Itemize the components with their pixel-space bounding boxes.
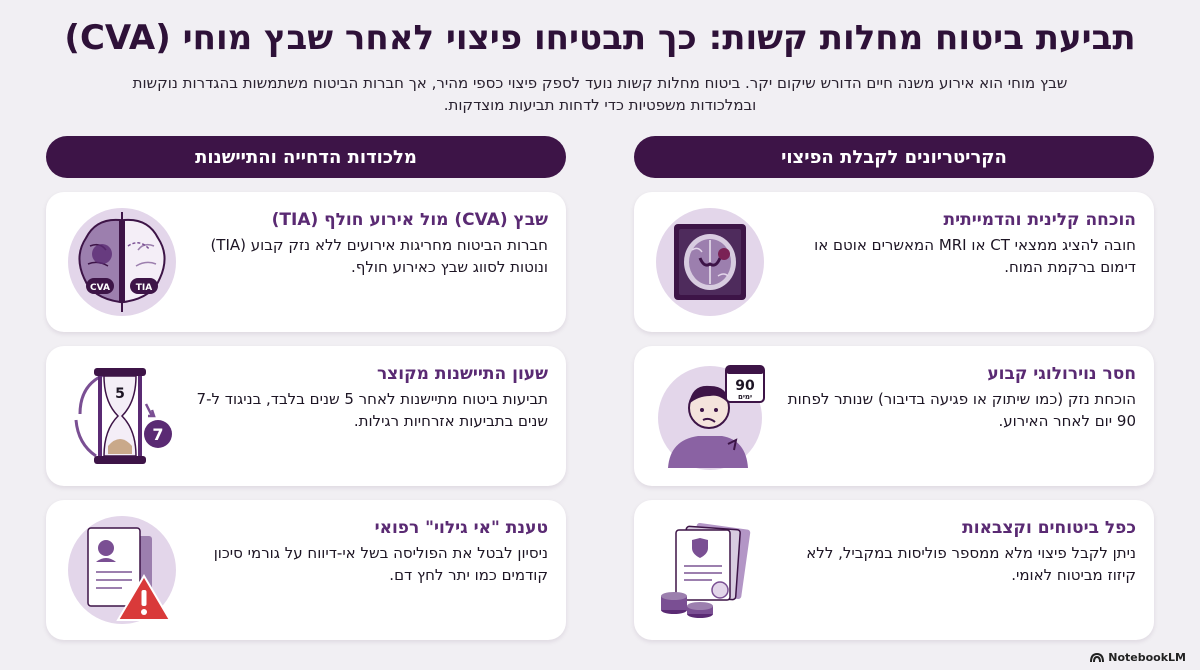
page-subtitle: שבץ מוחי הוא אירוע משנה חיים הדורש שיקום… <box>132 74 1068 114</box>
card-body: הוכחת נזק (כמו שיתוק או פגיעה בדיבור) שנ… <box>787 390 1136 430</box>
notebooklm-logo-icon <box>1090 652 1105 662</box>
hourglass-icon: 5 7 <box>74 368 172 464</box>
card-non-disclosure: טענת "אי גילוי" רפואי ניסיון לבטל את הפו… <box>46 500 566 640</box>
card-cva-vs-tia: שבץ (CVA) מול אירוע חולף (TIA) חברות הבי… <box>46 192 566 332</box>
brain-compare-icon: CVA TIA <box>68 208 176 316</box>
brain-scan-icon <box>656 208 764 316</box>
card-title: הוכחה קלינית והדמייתית <box>943 210 1136 230</box>
calendar-number: 90 <box>735 378 755 394</box>
card-body: ניסיון לבטל את הפוליסה בשל אי-דיווח על ג… <box>213 544 548 584</box>
card-clinical-proof: הוכחה קלינית והדמייתית חובה להציג ממצאי … <box>634 192 1154 332</box>
card-title: טענת "אי גילוי" רפואי <box>374 518 548 538</box>
criteria-column-header: הקריטריונים לקבלת הפיצוי <box>634 136 1154 178</box>
notebooklm-brand: NotebookLM <box>1090 651 1186 664</box>
card-body: חברות הביטוח מחריגות אירועים ללא נזק קבו… <box>210 236 548 276</box>
card-neuro-deficit: חסר נוירולוגי קבוע הוכחת נזק (כמו שיתוק … <box>634 346 1154 486</box>
card-body: ניתן לקבל פיצוי מלא ממספר פוליסות במקביל… <box>806 544 1136 584</box>
card-body: חובה להציג ממצאי CT או MRI המאשרים אוטם … <box>814 236 1136 276</box>
policies-coins-icon <box>661 522 751 618</box>
card-title: שבץ (CVA) מול אירוע חולף (TIA) <box>271 210 548 230</box>
card-title: כפל ביטוחים וקצבאות <box>962 518 1136 538</box>
card-title: שעון התיישנות מקוצר <box>376 364 548 384</box>
hourglass-number: 5 <box>115 386 125 402</box>
calendar-label: ימים <box>738 393 752 401</box>
document-warning-icon <box>68 516 176 624</box>
card-multiple-policies: כפל ביטוחים וקצבאות ניתן לקבל פיצוי מלא … <box>634 500 1154 640</box>
card-statute-limitations: שעון התיישנות מקוצר תביעות ביטוח מתיישנו… <box>46 346 566 486</box>
tia-label: TIA <box>136 283 152 293</box>
patient-calendar-icon: 90 ימים <box>658 365 765 470</box>
card-body: תביעות ביטוח מתיישנות לאחר 5 שנים בלבד, … <box>196 390 548 430</box>
card-title: חסר נוירולוגי קבוע <box>987 364 1136 384</box>
page-title: תביעת ביטוח מחלות קשות: כך תבטיחו פיצוי … <box>64 18 1136 58</box>
brand-label: NotebookLM <box>1108 651 1186 664</box>
traps-column-header: מלכודות הדחייה והתיישנות <box>46 136 566 178</box>
cva-label: CVA <box>90 283 110 293</box>
badge-number: 7 <box>152 425 163 444</box>
